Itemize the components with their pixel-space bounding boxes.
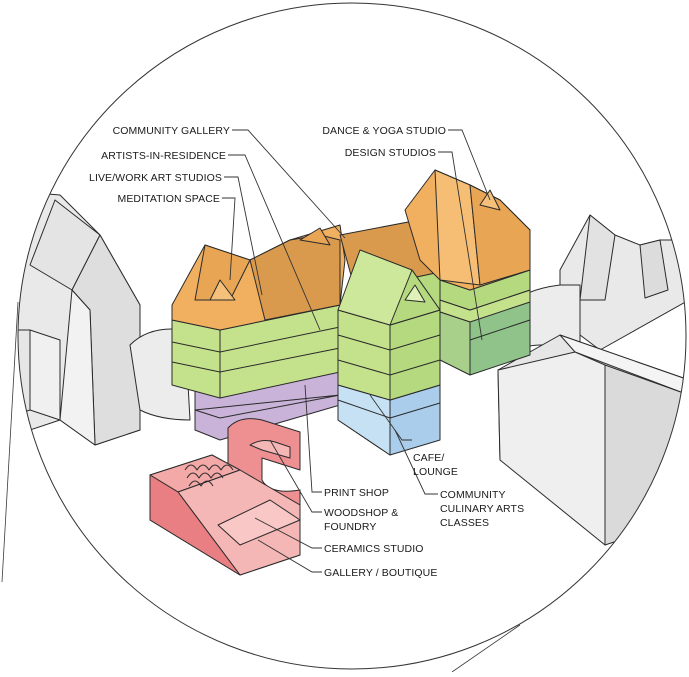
label-cafe-line2: LOUNGE <box>413 466 458 478</box>
label-culinary-line1: COMMUNITY <box>440 489 506 501</box>
main-building-left-wing <box>171 224 346 441</box>
main-building-front-tower <box>337 249 441 456</box>
label-culinary-line2: CULINARY ARTS <box>440 503 524 515</box>
label-leader-lines <box>222 129 491 573</box>
label-gallery-boutique: GALLERY / BOUTIQUE <box>324 567 437 579</box>
label-woodshop-line2: FOUNDRY <box>324 521 376 533</box>
magnified-view <box>18 129 686 576</box>
label-culinary-line3: CLASSES <box>440 517 489 529</box>
label-live-work-art-studios: LIVE/WORK ART STUDIOS <box>89 172 222 184</box>
label-design-studios: DESIGN STUDIOS <box>345 147 436 159</box>
labels: COMMUNITY GALLERY ARTISTS-IN-RESIDENCE L… <box>89 125 524 579</box>
red-workshop-buildings <box>149 418 301 576</box>
label-cafe-line1: CAFE/ <box>413 452 444 464</box>
label-dance-yoga-studio: DANCE & YOGA STUDIO <box>322 125 446 137</box>
label-woodshop-line1: WOODSHOP & <box>324 507 398 519</box>
magnifier-circle <box>17 2 687 670</box>
magnifier-edge-line <box>451 624 521 673</box>
magnifier-edge-line <box>1 301 19 583</box>
label-ceramics-studio: CERAMICS STUDIO <box>324 543 424 555</box>
neighbor-building-left <box>18 189 191 446</box>
label-print-shop: PRINT SHOP <box>324 487 389 499</box>
kiln-marks <box>184 464 234 487</box>
label-artists-in-residence: ARTISTS-IN-RESIDENCE <box>101 150 226 162</box>
label-meditation-space: MEDITATION SPACE <box>117 193 220 205</box>
label-community-gallery: COMMUNITY GALLERY <box>113 125 230 137</box>
